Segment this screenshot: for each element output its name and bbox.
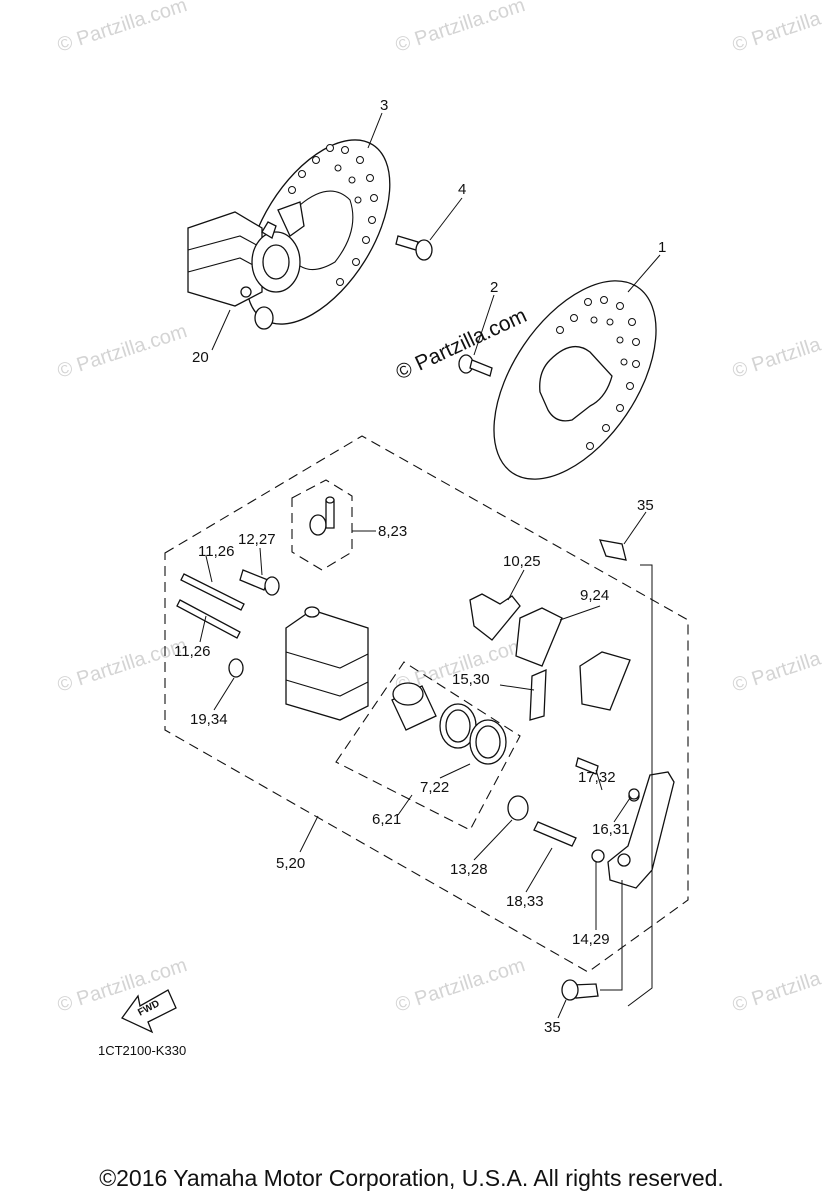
caliper-assembly-boundary — [164, 435, 689, 973]
bleed-screw-group-boundary — [291, 479, 353, 571]
callout-35-top: 35 — [637, 497, 654, 514]
callout-16-31: 16,31 — [592, 821, 630, 838]
watermark: © Partzilla.com — [55, 0, 190, 57]
callout-4: 4 — [458, 181, 466, 198]
watermark: © Partzilla.com — [730, 320, 823, 383]
watermark: © Partzilla.com — [730, 954, 823, 1017]
support-bracket — [561, 539, 675, 1001]
callout-2: 2 — [490, 279, 498, 296]
bleed-screw — [309, 496, 335, 536]
brake-caliper-assembly — [187, 201, 305, 330]
copyright-notice: ©2016 Yamaha Motor Corporation, U.S.A. A… — [99, 1165, 724, 1191]
slide-pins — [176, 569, 280, 678]
callout-6-21: 6,21 — [372, 811, 401, 828]
leader-lines — [199, 112, 661, 1019]
callout-35-bottom: 35 — [544, 1019, 561, 1036]
callout-5-20: 5,20 — [276, 855, 305, 872]
watermark: © Partzilla.com — [393, 0, 528, 57]
watermark: © Partzilla.com — [393, 954, 528, 1017]
callout-11-26-bottom: 11,26 — [174, 643, 210, 660]
callout-11-26-top: 11,26 — [198, 543, 234, 560]
callout-20: 20 — [192, 349, 209, 366]
callout-14-29: 14,29 — [572, 931, 610, 948]
piston-kit-boundary — [335, 661, 521, 831]
watermark: © Partzilla.com — [730, 0, 823, 57]
guide-pins — [507, 757, 640, 863]
brake-disc-lower — [493, 280, 657, 480]
callout-7-22: 7,22 — [420, 779, 449, 796]
disc-bolt-2 — [458, 354, 493, 377]
callout-17-32: 17,32 — [578, 769, 616, 786]
callout-10-25: 10,25 — [503, 553, 541, 570]
callout-8-23: 8,23 — [378, 523, 407, 540]
watermark: © Partzilla.com — [55, 320, 190, 383]
callout-13-28: 13,28 — [450, 861, 488, 878]
forward-direction-arrow: FWD — [121, 989, 177, 1034]
watermark-layer: © Partzilla.com © Partzilla.com © Partzi… — [55, 0, 823, 1017]
callout-9-24: 9,24 — [580, 587, 609, 604]
diagram-code: 1CT2100-K330 — [98, 1043, 186, 1058]
callout-19-34: 19,34 — [190, 711, 228, 728]
watermark: © Partzilla.com — [55, 634, 190, 697]
caliper-body — [285, 606, 369, 721]
callout-3: 3 — [380, 97, 388, 114]
callout-1: 1 — [658, 239, 666, 256]
pistons-and-seals — [391, 682, 507, 765]
callout-15-30: 15,30 — [452, 671, 490, 688]
callout-12-27: 12,27 — [238, 531, 276, 548]
watermark: © Partzilla.com — [730, 634, 823, 697]
callout-labels: 3 4 1 2 20 35 8,23 12,27 11,26 10,25 9,2… — [174, 97, 666, 1036]
callout-18-33: 18,33 — [506, 893, 544, 910]
pad-spring-and-pads — [469, 593, 631, 721]
disc-bolt-4 — [395, 235, 433, 261]
